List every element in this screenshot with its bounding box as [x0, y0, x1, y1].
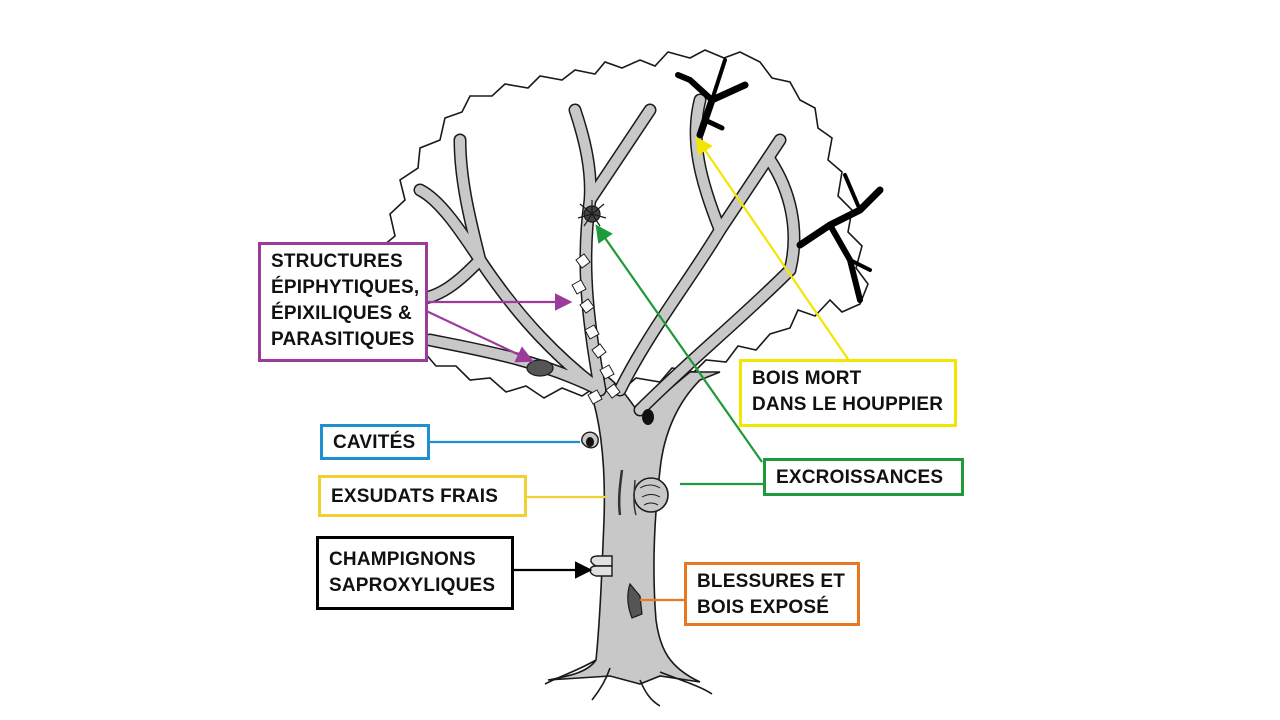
mistletoe-tuft — [577, 200, 607, 227]
label-line: ÉPIXILIQUES & — [271, 303, 412, 324]
label-line: DANS LE HOUPPIER — [752, 394, 944, 415]
label-line: BLESSURES ET — [697, 571, 846, 592]
label-exsudats-frais: EXSUDATS FRAIS — [318, 475, 527, 517]
wound-exposed-wood — [627, 582, 643, 619]
cavity-left-hole — [586, 437, 594, 447]
label-blessures-bois-expose: BLESSURES ET BOIS EXPOSÉ — [684, 562, 860, 626]
label-line: PARASITIQUES — [271, 329, 415, 350]
label-bois-mort: BOIS MORT DANS LE HOUPPIER — [739, 359, 957, 427]
label-line: ÉPIPHYTIQUES, — [271, 277, 420, 298]
label-line: SAPROXYLIQUES — [329, 575, 496, 596]
branches — [403, 93, 801, 417]
ivy-leaves — [571, 253, 621, 405]
roots — [544, 659, 713, 707]
connector-lines — [410, 136, 851, 602]
label-line: BOIS MORT — [752, 368, 862, 389]
label-cavites: CAVITÉS — [320, 424, 430, 460]
label-champignons-saproxyliques: CHAMPIGNONS SAPROXYLIQUES — [316, 536, 514, 610]
label-structures-epiphytiques: STRUCTURES ÉPIPHYTIQUES, ÉPIXILIQUES & P… — [258, 242, 428, 362]
bracket-fungi — [589, 555, 613, 577]
label-excroissances: EXCROISSANCES — [763, 458, 964, 496]
label-line: EXSUDATS FRAIS — [331, 486, 499, 507]
label-line: STRUCTURES — [271, 251, 403, 272]
label-line: EXCROISSANCES — [776, 467, 944, 488]
label-line: BOIS EXPOSÉ — [697, 597, 830, 618]
exudate-streak — [617, 469, 624, 516]
dead-wood-branches — [675, 58, 884, 303]
cavity-upper — [642, 409, 654, 425]
label-line: CHAMPIGNONS — [329, 549, 476, 570]
trunk — [547, 370, 721, 685]
label-line: CAVITÉS — [333, 432, 416, 453]
nest-epiphyte — [526, 359, 554, 377]
